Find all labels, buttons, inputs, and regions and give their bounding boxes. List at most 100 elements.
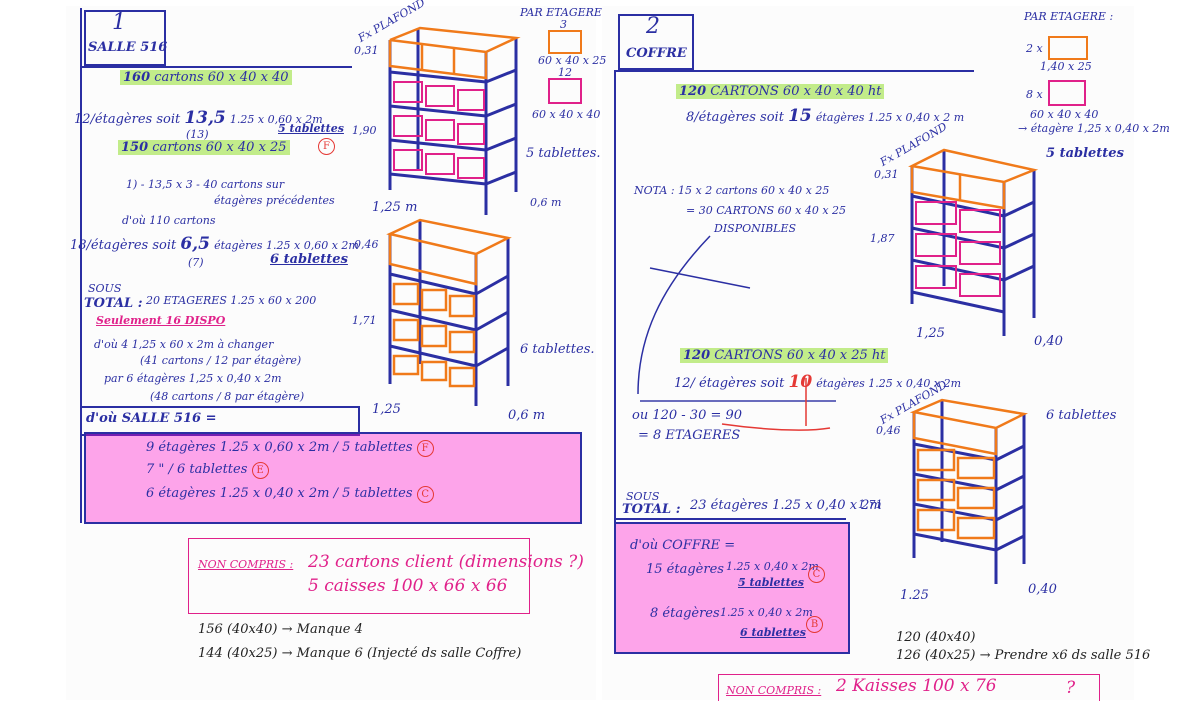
left-tab6: 6 tablettes.: [520, 342, 595, 357]
right-ou-2: = 8 ETAGERES: [638, 428, 741, 443]
right-r1b: 1.25 x 0,40 x 2m: [726, 560, 819, 573]
right-r1c: 5 tablettes: [738, 576, 804, 589]
right-nota-3: DISPONIBLES: [714, 222, 797, 235]
left-pe-12: 12: [558, 66, 572, 79]
right-r2c: 6 tablettes: [740, 626, 806, 639]
right-section-number: 2: [646, 14, 660, 39]
left-line2-sub: (13): [186, 128, 209, 141]
right-dashed-rule: [640, 400, 836, 402]
right-dim-171: 1,71: [858, 498, 883, 511]
left-result-box: [84, 432, 582, 524]
right-pe-box-pink: [1048, 80, 1086, 106]
left-result-3: 6 étagères 1.25 x 0,40 x 2m / 5 tablette…: [146, 486, 434, 503]
right-dim-187: 1,87: [870, 232, 895, 245]
left-manque-1: 156 (40x40) → Manque 4: [198, 622, 363, 637]
left-sous: SOUS: [88, 282, 122, 295]
left-header-rule: [82, 66, 352, 68]
left-dim-06b: 0,6 m: [508, 408, 546, 423]
left-shelf-drawing-1: [388, 26, 521, 215]
left-dim-190: 1,90: [352, 124, 377, 137]
right-dim-125b: 1.25: [900, 588, 929, 603]
right-non-compris-box: [718, 674, 1100, 701]
left-dim-06a: 0,6 m: [530, 196, 562, 209]
right-header-rule: [614, 70, 974, 72]
left-pe-dim1: 60 x 40 x 25: [538, 54, 607, 67]
left-line4-sub: (7): [188, 256, 204, 269]
right-line1: 120 CARTONS 60 x 40 x 40 ht: [676, 84, 885, 99]
right-pe1: 2 x: [1026, 42, 1043, 55]
left-doit-4: (48 cartons / 8 par étagère): [150, 390, 305, 403]
right-tab6: 6 tablettes: [1046, 408, 1117, 423]
right-total-label: TOTAL :: [622, 502, 681, 517]
left-dou-box: [80, 406, 360, 436]
left-non-compris-box: [188, 538, 530, 614]
left-line2-tablettes: 5 tablettes: [278, 122, 344, 135]
left-shelf-drawing-2: [386, 218, 512, 406]
left-room-name: SALLE 516: [88, 40, 168, 55]
left-dim-171: 1,71: [352, 314, 377, 327]
left-dim-125b: 1,25: [372, 402, 401, 417]
right-r1-circle: C: [808, 566, 825, 583]
right-sous: SOUS: [626, 490, 660, 503]
right-r2-circle: B: [806, 616, 823, 633]
right-room-name: COFFRE: [626, 46, 687, 61]
left-tab5: 5 tablettes.: [526, 146, 601, 161]
left-margin-line: [80, 8, 82, 523]
right-r1a: 15 étagères: [646, 562, 724, 577]
right-nota-2: = 30 CARTONS 60 x 40 x 25: [686, 204, 847, 217]
left-pe-3: 3: [560, 18, 567, 31]
right-line2: 8/étagères soit 15 étagères 1.25 x 0,40 …: [686, 106, 965, 126]
left-manque-2: 144 (40x25) → Manque 6 (Injecté ds salle…: [198, 646, 522, 661]
right-pe2-dim: 60 x 40 x 40: [1030, 108, 1099, 121]
left-dim-125a: 1,25 m: [372, 200, 418, 215]
right-total-rule: [614, 518, 846, 520]
left-section-number: 1: [112, 10, 126, 35]
right-dim-046: 0,46: [876, 424, 901, 437]
right-m1: 120 (40x40): [896, 630, 976, 645]
right-nota-1: NOTA : 15 x 2 cartons 60 x 40 x 25: [634, 184, 830, 197]
left-doit-2: (41 cartons / 12 par étagère): [140, 354, 302, 367]
left-dispo: Seulement 16 DISPO: [96, 314, 226, 327]
left-doit-1: d'où 4 1,25 x 60 x 2m à changer: [94, 338, 274, 351]
left-par-etagere: PAR ETAGERE: [520, 6, 602, 19]
left-nc-1: 23 cartons client (dimensions ?): [308, 552, 584, 572]
right-pe2: 8 x: [1026, 88, 1043, 101]
left-total-label: TOTAL :: [84, 296, 143, 311]
right-nc-q: ?: [1066, 678, 1076, 698]
right-pe1-dim: 1,40 x 25: [1040, 60, 1092, 73]
left-dou-label: d'où SALLE 516 =: [86, 411, 217, 426]
left-nc-label: NON COMPRIS :: [198, 558, 294, 571]
right-dim-125a: 1,25: [916, 326, 945, 341]
left-title-box: [84, 10, 166, 66]
left-dim-031: 0,31: [354, 44, 379, 57]
left-line2: 12/étagères soit 13,5 1.25 x 0,60 x 2m: [74, 108, 323, 128]
right-title-box: [618, 14, 694, 70]
right-r2a: 8 étagères: [650, 606, 720, 621]
left-pe-box-pink: [548, 78, 582, 104]
left-nc-2: 5 caisses 100 x 66 x 66: [308, 576, 508, 596]
left-line3: 150 cartons 60 x 40 x 25: [118, 140, 290, 155]
left-dim-046: 0,46: [354, 238, 379, 251]
right-nc-1: 2 Kaisses 100 x 76: [836, 676, 997, 696]
right-dou-label: d'où COFFRE =: [630, 538, 736, 553]
right-margin-line: [614, 70, 616, 530]
right-arrows: [637, 235, 831, 431]
right-shelf-drawing-2: [909, 398, 1028, 584]
left-doit-3: par 6 étagères 1,25 x 0,40 x 2m: [104, 372, 282, 385]
left-calc-2: étagères précédentes: [214, 194, 335, 207]
right-tab5: 5 tablettes: [1046, 146, 1124, 161]
left-pe-box-orange: [548, 30, 582, 54]
left-calc-3: d'où 110 cartons: [122, 214, 216, 227]
left-result-2: 7 " / 6 tablettes E: [146, 462, 269, 479]
left-line4-tablettes: 6 tablettes: [270, 252, 348, 267]
right-dim-040b: 0,40: [1028, 582, 1057, 597]
right-nc-label: NON COMPRIS :: [726, 684, 822, 697]
right-pe-box-orange: [1048, 36, 1088, 60]
right-r2b: 1.25 x 0,40 x 2m: [720, 606, 813, 619]
right-m2: 126 (40x25) → Prendre x6 ds salle 516: [896, 648, 1151, 663]
right-total-value: 23 étagères 1.25 x 0,40 x 2m: [690, 498, 882, 513]
right-par-etagere: PAR ETAGERE :: [1024, 10, 1114, 23]
right-line4: 12/ étagères soit 10 étagères 1.25 x 0,4…: [674, 372, 962, 392]
right-dim-040a: 0,40: [1034, 334, 1063, 349]
left-line4: 18/étagères soit 6,5 étagères 1.25 x 0,6…: [70, 234, 359, 254]
